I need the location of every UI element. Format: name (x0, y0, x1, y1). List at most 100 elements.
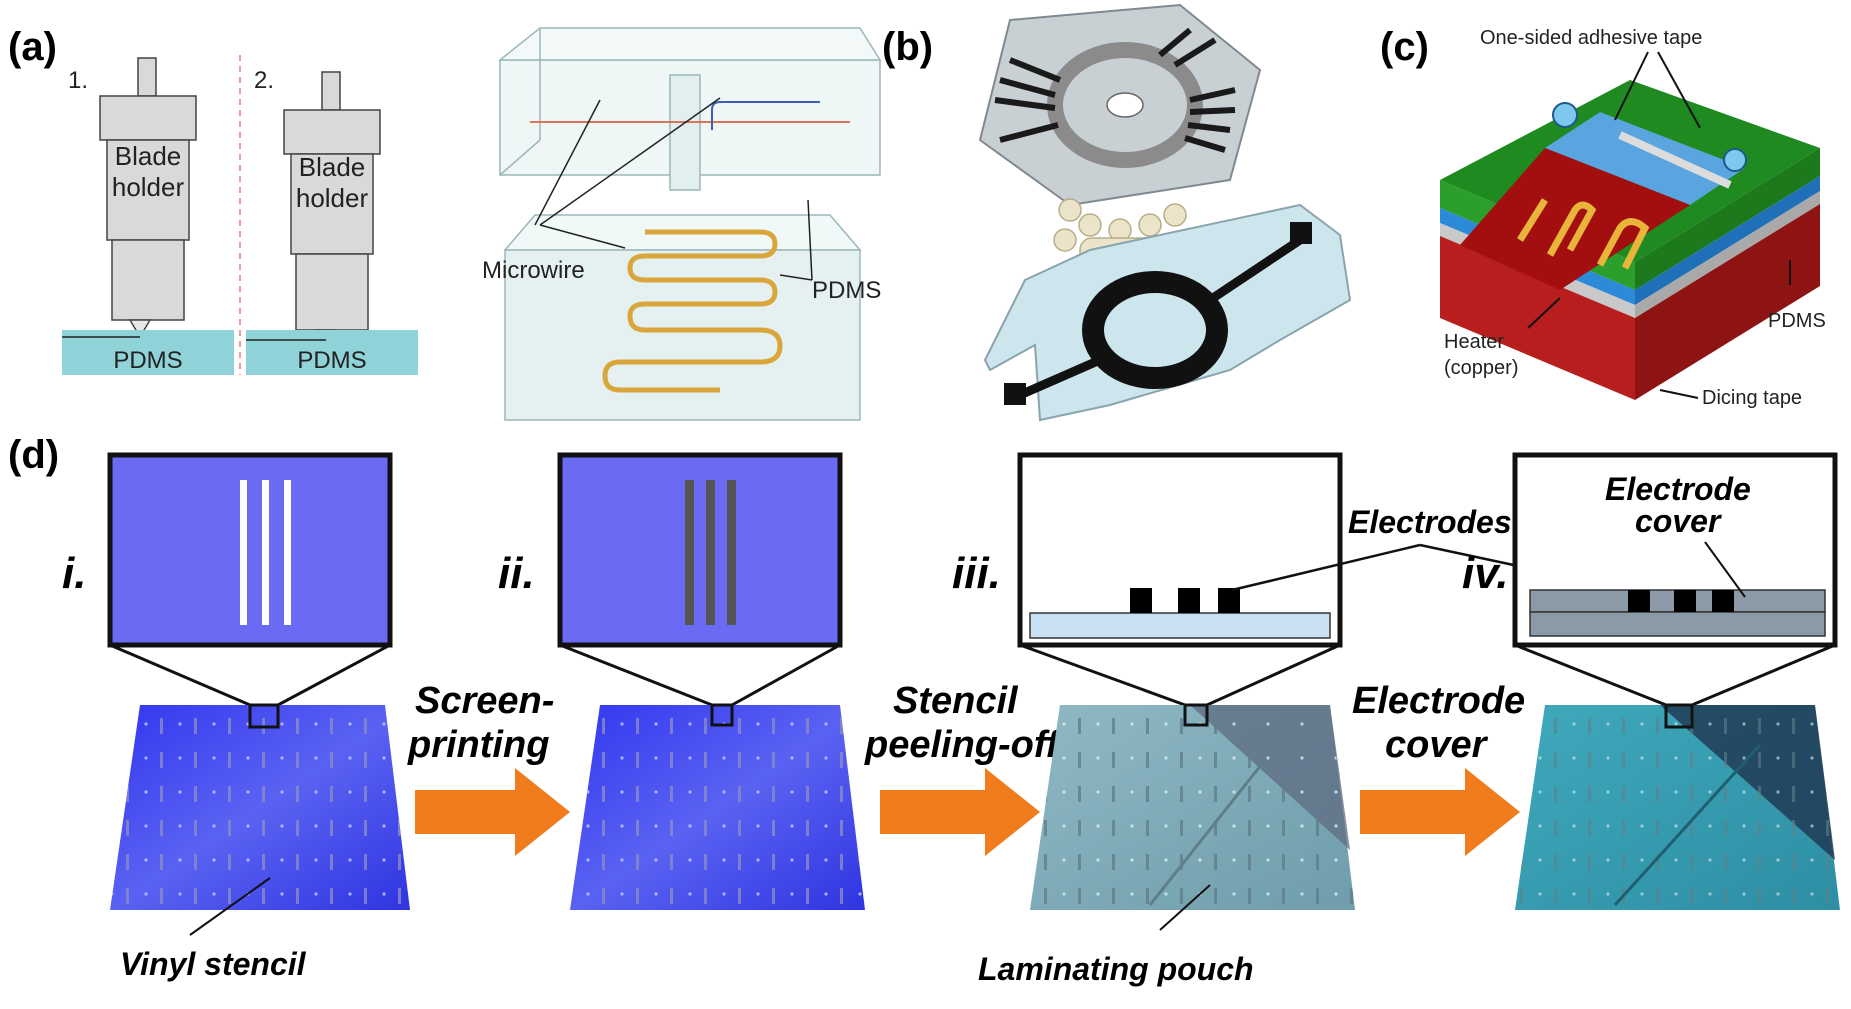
inset-iii-electrode-2 (1178, 588, 1200, 613)
sheet-iii-fold (1148, 759, 1267, 906)
pdms-leader-1 (807, 199, 813, 281)
sheet-i-pattern (110, 705, 410, 910)
panel-a: (a) 1. 2. Blade holder PDMS Blade holder (8, 25, 882, 421)
inset-i (107, 452, 393, 648)
inset-i-line-3 (284, 480, 291, 625)
pdms-bottom-block (503, 214, 862, 421)
inset-i-line-2 (262, 480, 269, 625)
heater-label-a: Heater (1444, 331, 1504, 353)
arrow-3-text-b: cover (1385, 724, 1489, 766)
electrodes-leader-1 (1231, 543, 1421, 592)
microwire-leader-2 (539, 224, 626, 249)
top-chip-hole (1106, 92, 1144, 118)
channel-strip (1618, 131, 1732, 189)
zoom-iv-left (1514, 643, 1667, 707)
heater-leader (1527, 297, 1561, 329)
vinyl-label: Vinyl stencil (120, 946, 307, 982)
outlet-hole (1723, 148, 1747, 172)
zoom-box-ii (710, 703, 734, 727)
arrow-1-text-b: printing (407, 724, 549, 766)
microwire-leader-1 (534, 99, 601, 226)
step-i-label: i. (62, 549, 86, 598)
zoom-iii-left (1019, 643, 1186, 707)
dicing-label: Dicing tape (1702, 387, 1802, 409)
tape-label: One-sided adhesive tape (1480, 27, 1702, 49)
arrow-2 (880, 768, 1040, 856)
microwire-leader-3 (539, 97, 721, 226)
inset-ii-line-3 (727, 480, 736, 625)
inset-i-line-1 (240, 480, 247, 625)
step-ii-label: ii. (498, 549, 535, 598)
bottom-chip-pad-1 (1290, 222, 1312, 244)
panel-c-label: (c) (1380, 25, 1429, 69)
pdms-substrate-2-text: PDMS (297, 347, 366, 374)
panel-d-label: (d) (8, 433, 59, 477)
zoom-box-i (248, 703, 280, 729)
pdms-top-block (497, 27, 882, 191)
pdms-leader-2 (779, 274, 813, 281)
bottom-chip-ring (1082, 271, 1228, 389)
bottom-chip-lead-2 (1018, 355, 1102, 400)
step-2-label: 2. (254, 67, 274, 94)
pdms-substrate-1-text: PDMS (113, 347, 182, 374)
inset-iii-electrode-3 (1218, 588, 1240, 613)
blade-holder-1-text-b: holder (112, 172, 185, 202)
inset-ii-line-2 (706, 480, 715, 625)
bottom-chip-lead-1 (1207, 236, 1303, 304)
vinyl-leader (189, 877, 271, 936)
sheet-ii-pattern (570, 705, 865, 910)
pdms-substrate-2 (246, 330, 418, 375)
panel-c: (c) One-sided adhesive tape Heater (copp… (1380, 25, 1826, 409)
electrodes-label: Electrodes (1348, 504, 1512, 540)
inset-iv-electrode-1 (1628, 590, 1650, 612)
zoom-box-iii (1183, 703, 1209, 727)
pdms-c-label: PDMS (1768, 310, 1826, 332)
bottom-chip-pad-2 (1004, 383, 1026, 405)
green-layer-side (1635, 148, 1820, 290)
blue-layer-side (1635, 176, 1820, 305)
laminating-label: Laminating pouch (978, 951, 1254, 987)
arrow-1 (415, 768, 570, 856)
inset-iv-electrode-2 (1674, 590, 1696, 612)
arrow-1-text-a: Screen- (415, 680, 554, 722)
heater-label-b: (copper) (1444, 357, 1518, 379)
inset-iii-substrate (1029, 612, 1331, 639)
arrow-2-text-b: peeling-off (864, 724, 1062, 766)
blade-holder-2: Blade holder (283, 71, 381, 347)
sheet-iv-pattern (1515, 705, 1840, 910)
arrow-3 (1360, 768, 1520, 856)
inset-iv-electrode-3 (1712, 590, 1734, 612)
zoom-i-right (277, 643, 391, 707)
serpentine-microwire (602, 229, 783, 393)
laminating-leader (1159, 884, 1211, 931)
pdms-layer-side (1635, 191, 1820, 318)
blade-holder-1: Blade holder (99, 57, 197, 339)
inset-ii-line-1 (685, 480, 694, 625)
pdms-label: PDMS (812, 277, 881, 304)
inset-iii-electrode-1 (1130, 588, 1152, 613)
zoom-iii-right (1206, 643, 1341, 707)
dicing-leader (1659, 389, 1699, 399)
arrow-2-text-a: Stencil (893, 680, 1019, 722)
cover-label-b: cover (1635, 503, 1722, 539)
panel-a-label: (a) (8, 25, 57, 69)
top-chip-electrodes (994, 27, 1236, 153)
inlet-hole (1552, 102, 1578, 128)
zoom-ii-left (559, 643, 713, 707)
microwire-label: Microwire (482, 257, 585, 284)
tape-leader-2 (1657, 51, 1701, 129)
sheet-iv-fold (1613, 743, 1762, 907)
step-iv-label: iv. (1462, 549, 1509, 598)
red-exposed (1460, 148, 1690, 290)
panel-d: (d) i. Vinyl stencil Screen- printing ii… (8, 433, 1840, 987)
inset-ii (557, 452, 843, 648)
blade-holder-2-text-b: holder (296, 183, 369, 213)
sheet-iii-pattern (1030, 705, 1355, 910)
channel-cutaway (1545, 112, 1745, 205)
red-layer-side (1635, 204, 1820, 400)
heater-copper (1517, 198, 1650, 270)
arrow-3-text-a: Electrode (1352, 680, 1525, 722)
cover-label-a: Electrode (1605, 471, 1751, 507)
tape-leader-1 (1614, 51, 1649, 121)
